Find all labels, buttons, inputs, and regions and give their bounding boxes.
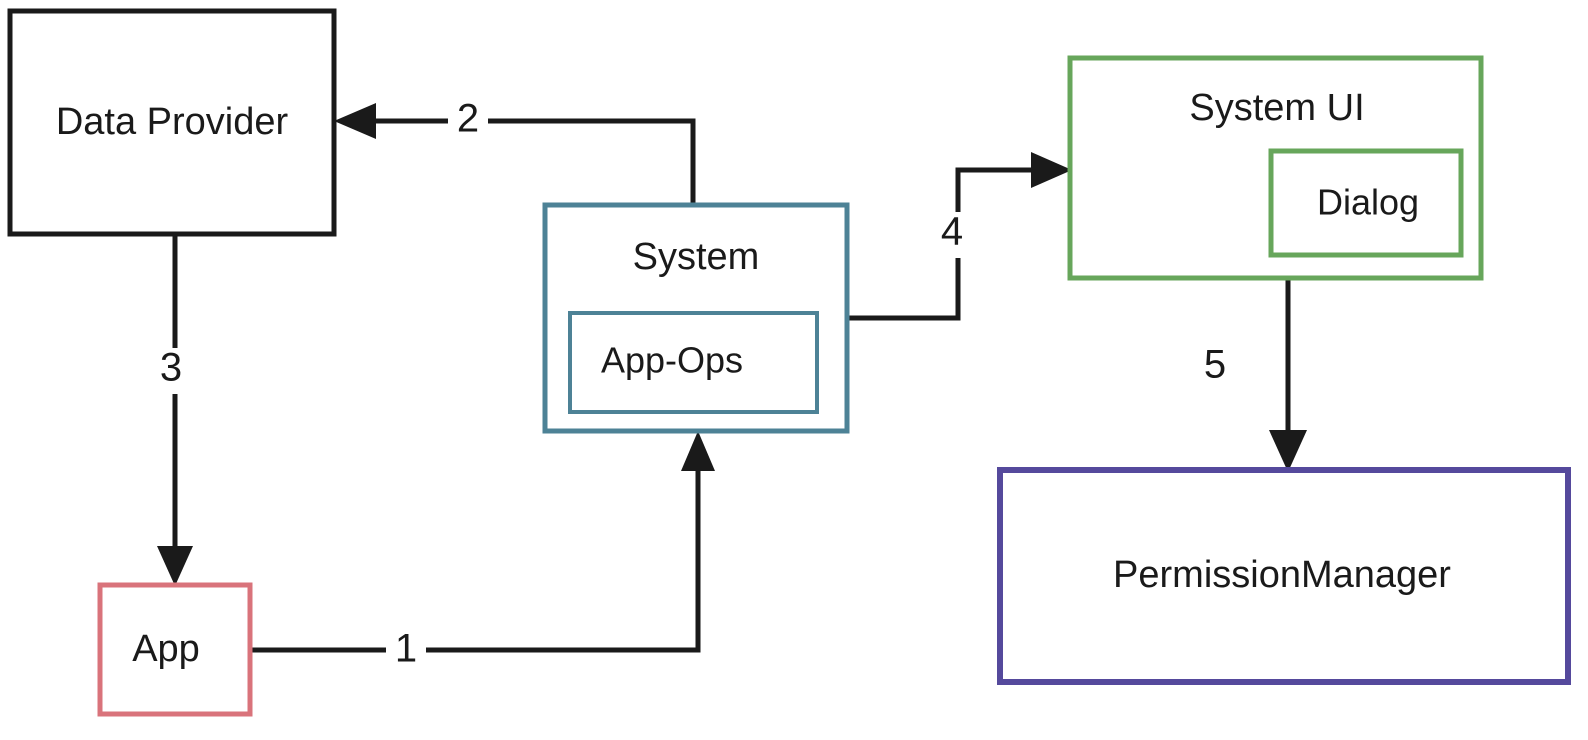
system-label: System	[633, 236, 760, 278]
edge-1-label: 1	[395, 627, 417, 671]
edge-group: 1 2 3 4	[152, 97, 1307, 673]
node-app[interactable]: App	[97, 582, 253, 717]
node-group: Data Provider System App-Ops System UI D…	[7, 8, 1571, 717]
app-ops-box	[568, 311, 819, 414]
edge-system-to-system-ui[interactable]: 4	[847, 152, 1072, 321]
permission-manager-label: PermissionManager	[1113, 554, 1451, 596]
dialog-label: Dialog	[1317, 182, 1419, 223]
edge-4-label-backdrop	[932, 212, 972, 258]
edge-2-label-backdrop	[448, 99, 488, 143]
edge-4-label: 4	[941, 210, 963, 254]
edge-2-path	[350, 118, 696, 205]
edge-2-arrowhead-left	[334, 103, 376, 139]
edge-5-arrowhead-down	[1269, 430, 1307, 472]
node-data-provider[interactable]: Data Provider	[7, 8, 337, 237]
node-permission-manager[interactable]: PermissionManager	[997, 467, 1571, 685]
edge-app-to-system[interactable]: 1	[250, 431, 715, 673]
edge-3-arrowhead-down	[157, 546, 193, 586]
node-app-ops[interactable]: App-Ops	[568, 311, 819, 414]
edge-1-path	[250, 446, 701, 653]
app-box	[97, 582, 253, 717]
app-label: App	[132, 628, 200, 670]
edge-1-label-backdrop	[386, 629, 426, 673]
edge-system-ui-to-permission-manager[interactable]: 5	[1196, 278, 1307, 472]
edge-3-label-backdrop	[152, 348, 192, 394]
system-ui-label: System UI	[1189, 87, 1364, 129]
data-provider-box	[7, 8, 337, 237]
edge-5-label-backdrop	[1196, 345, 1236, 391]
node-dialog[interactable]: Dialog	[1268, 148, 1464, 258]
dialog-box	[1268, 148, 1464, 258]
data-provider-label: Data Provider	[56, 101, 289, 143]
edge-data-provider-to-app[interactable]: 3	[152, 234, 193, 586]
edge-3-label: 3	[160, 346, 182, 390]
edge-2-label: 2	[457, 97, 479, 141]
edge-1-arrowhead-up	[681, 431, 715, 471]
edge-system-to-data-provider[interactable]: 2	[334, 97, 696, 205]
app-ops-label: App-Ops	[601, 340, 743, 381]
permission-manager-box	[997, 467, 1571, 685]
edge-5-label: 5	[1204, 343, 1226, 387]
edge-4-arrowhead-right	[1031, 152, 1072, 188]
